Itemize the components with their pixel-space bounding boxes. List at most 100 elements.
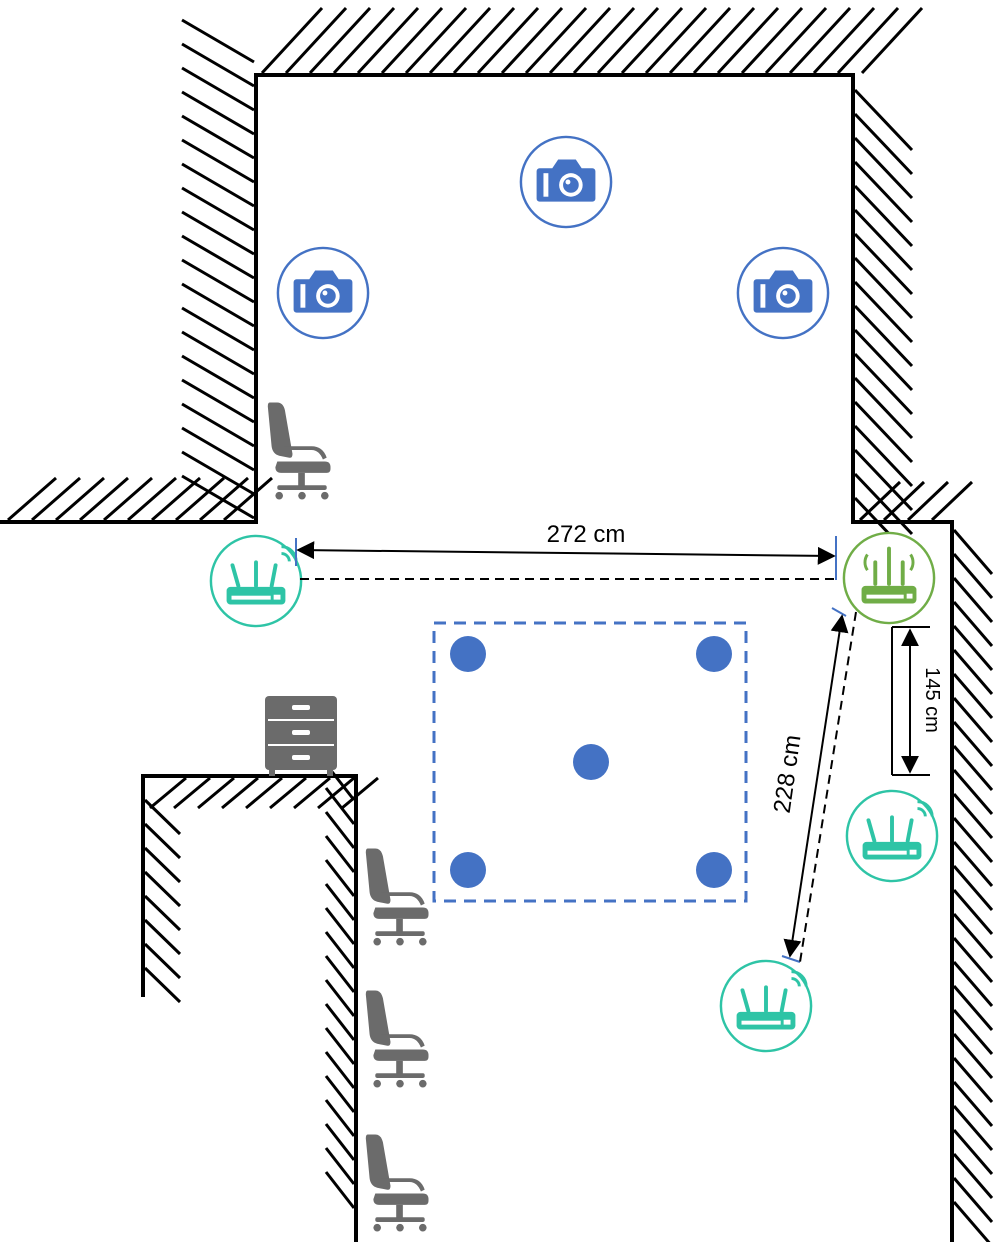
hatch-line	[151, 476, 201, 522]
hatch-line	[380, 6, 444, 75]
hatch-line	[143, 846, 182, 884]
wifi-router-icon	[718, 958, 814, 1054]
hatch-line	[668, 6, 732, 75]
hatch-line	[952, 889, 994, 935]
hatch-line	[952, 1129, 994, 1175]
hatch-line	[853, 328, 914, 392]
hatch-line	[853, 88, 914, 152]
hatch-line	[324, 1099, 356, 1137]
hatch-line	[199, 476, 249, 522]
hatch-line	[692, 6, 756, 75]
hatch-line	[740, 6, 804, 75]
hatch-line	[404, 6, 468, 75]
hatch-line	[952, 649, 994, 695]
hatch-line	[181, 18, 255, 64]
hatch-line	[269, 776, 307, 810]
hatch-line	[952, 745, 994, 791]
hatch-line	[317, 776, 355, 810]
hatch-line	[356, 6, 420, 75]
sample-point	[450, 852, 486, 888]
hatch-line	[181, 306, 255, 352]
hatch-line	[181, 426, 255, 472]
hatch-line	[524, 6, 588, 75]
dimension-horizontal: 272 cm	[295, 521, 838, 580]
hatch-line	[952, 865, 994, 911]
hatch-line	[181, 402, 255, 448]
camera-right	[736, 246, 830, 340]
camera-left	[276, 246, 370, 340]
hatch-line	[181, 162, 255, 208]
hatch-line	[952, 937, 994, 983]
hatch-line	[181, 258, 255, 304]
hatch-line	[858, 480, 902, 522]
hatch-line	[173, 776, 211, 810]
hatch-line	[952, 1177, 994, 1223]
dimension-vertical: 145 cm	[891, 626, 943, 776]
hatch-line	[952, 1105, 994, 1151]
hatch-line	[853, 472, 914, 536]
hatch-line	[952, 1009, 994, 1055]
hatch-line	[79, 476, 129, 522]
sensing-area	[432, 621, 748, 903]
hatch-line	[143, 966, 182, 1004]
camera-icon	[736, 246, 830, 340]
office-chair-icon	[267, 402, 331, 500]
hatch-line	[181, 114, 255, 160]
walls	[0, 73, 954, 1242]
hatch-line	[7, 476, 57, 522]
dimension-diagonal: 228 cm	[769, 607, 857, 963]
hatch-line	[853, 136, 914, 200]
wifi-router-icon	[844, 788, 940, 884]
hatch-line	[221, 776, 259, 810]
wifi-router-icon	[841, 530, 937, 626]
hatch-line	[853, 112, 914, 176]
wifi-router-icon	[208, 533, 304, 629]
hatch-line	[764, 6, 828, 75]
hatch-line	[853, 256, 914, 320]
hatch-line	[293, 776, 331, 810]
sample-point	[573, 744, 609, 780]
office-chair-icon	[365, 1134, 429, 1232]
hatch-line	[812, 6, 876, 75]
hatch-line	[31, 476, 81, 522]
hatch-line	[952, 577, 994, 623]
hatch-line	[324, 787, 356, 825]
hatch-line	[853, 184, 914, 248]
sample-point	[450, 636, 486, 672]
hatch-line	[952, 673, 994, 719]
filing-cabinet-icon	[265, 696, 337, 776]
hatch-line	[952, 697, 994, 743]
hatch-line	[952, 1057, 994, 1103]
hatch-line	[324, 835, 356, 873]
hatch-line	[143, 894, 182, 932]
hatch-line	[548, 6, 612, 75]
hatch-line	[324, 1123, 356, 1161]
hatch-line	[952, 721, 994, 767]
hatch-line	[952, 985, 994, 1031]
hatch-line	[788, 6, 852, 75]
hatch-line	[324, 1147, 356, 1185]
hatch-line	[260, 6, 324, 75]
hatch-line	[952, 1081, 994, 1127]
hatch-line	[476, 6, 540, 75]
hatch-line	[181, 42, 255, 88]
hatch-line	[149, 776, 187, 810]
hatch-line	[181, 66, 255, 112]
hatch-line	[181, 330, 255, 376]
hatch-line	[284, 6, 348, 75]
hatch-line	[716, 6, 780, 75]
hatch-line	[341, 776, 379, 810]
camera-icon	[276, 246, 370, 340]
hatch-line	[452, 6, 516, 75]
hatch-line	[324, 979, 356, 1017]
hatch-line	[181, 354, 255, 400]
hatch-line	[853, 400, 914, 464]
hatch-line	[324, 1075, 356, 1113]
hatch-line	[644, 6, 708, 75]
hatch-line	[853, 208, 914, 272]
hatch-line	[308, 6, 372, 75]
hatch-line	[55, 476, 105, 522]
hatch-line	[572, 6, 636, 75]
